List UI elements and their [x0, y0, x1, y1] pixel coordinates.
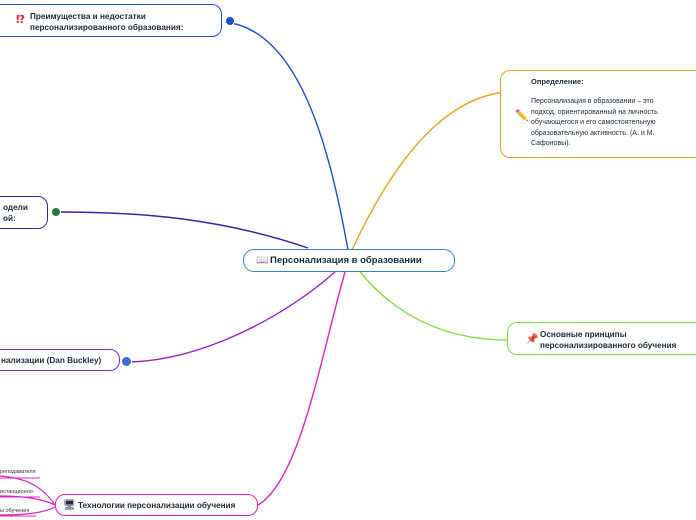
definition-body-3: обучающегося и его самостоятельную [531, 119, 656, 126]
link-buckley [129, 271, 336, 363]
collapse-marker-buckley[interactable] [121, 356, 132, 367]
models-line1: одели [3, 203, 28, 212]
link-technologies [257, 271, 346, 506]
definition-body-5: Сафоновы). [531, 140, 571, 147]
models-node[interactable]: одели ой: [0, 196, 48, 229]
definition-body-2: подход, ориентированный на личность [531, 108, 658, 116]
link-principles [359, 271, 509, 341]
pencil-icon: ✏️ [515, 110, 529, 122]
collapse-marker-pros-cons[interactable] [225, 16, 235, 26]
tech-child-3[interactable]: ы обучения [0, 508, 30, 514]
principles-line1: Основные принципы [540, 330, 627, 339]
link-tech-child-1 [0, 475, 56, 506]
technologies-label: Технологии персонализации обучения [78, 501, 236, 510]
pushpin-icon: 📌 [526, 334, 539, 345]
principles-line2: персонализированного обучения [540, 341, 677, 350]
buckley-node[interactable]: нализации (Dan Buckley) [0, 349, 120, 371]
link-tech-child-2 [0, 495, 56, 506]
pros-cons-line1: Преимущества и недостатки [30, 12, 146, 21]
computer-icon: 🖥 [63, 500, 76, 511]
pros-cons-line2: персонализированного образования: [30, 23, 184, 32]
central-node[interactable]: 📖 Персонализация в образовании [243, 249, 455, 272]
definition-body-4: образовательную активность. (А. и М. [531, 129, 655, 137]
collapse-marker-models[interactable] [51, 207, 61, 217]
link-definition [351, 91, 506, 251]
link-models [57, 211, 309, 249]
buckley-label: нализации (Dan Buckley) [1, 356, 102, 365]
definition-node[interactable]: ✏️ Определение: Персонализация в образов… [500, 70, 696, 158]
principles-node[interactable]: 📌 Основные принципы персонализированного… [507, 322, 696, 355]
tech-child-1[interactable]: реподавателя [0, 469, 36, 475]
models-line2: ой: [3, 214, 16, 223]
central-label: Персонализация в образовании [270, 255, 422, 266]
definition-body-1: Персонализация в образовании – это [531, 98, 654, 105]
tech-child-2[interactable]: истанционно [0, 489, 33, 495]
technologies-node[interactable]: 🖥 Технологии персонализации обучения [55, 494, 258, 516]
link-pros-cons [224, 21, 349, 251]
pros-cons-node[interactable]: ⁉ Преимущества и недостатки персонализир… [0, 4, 222, 37]
exclamation-question-icon: ⁉ [16, 14, 26, 26]
link-tech-child-3 [0, 506, 56, 516]
definition-title: Определение: [531, 77, 584, 86]
book-icon: 📖 [256, 255, 269, 266]
